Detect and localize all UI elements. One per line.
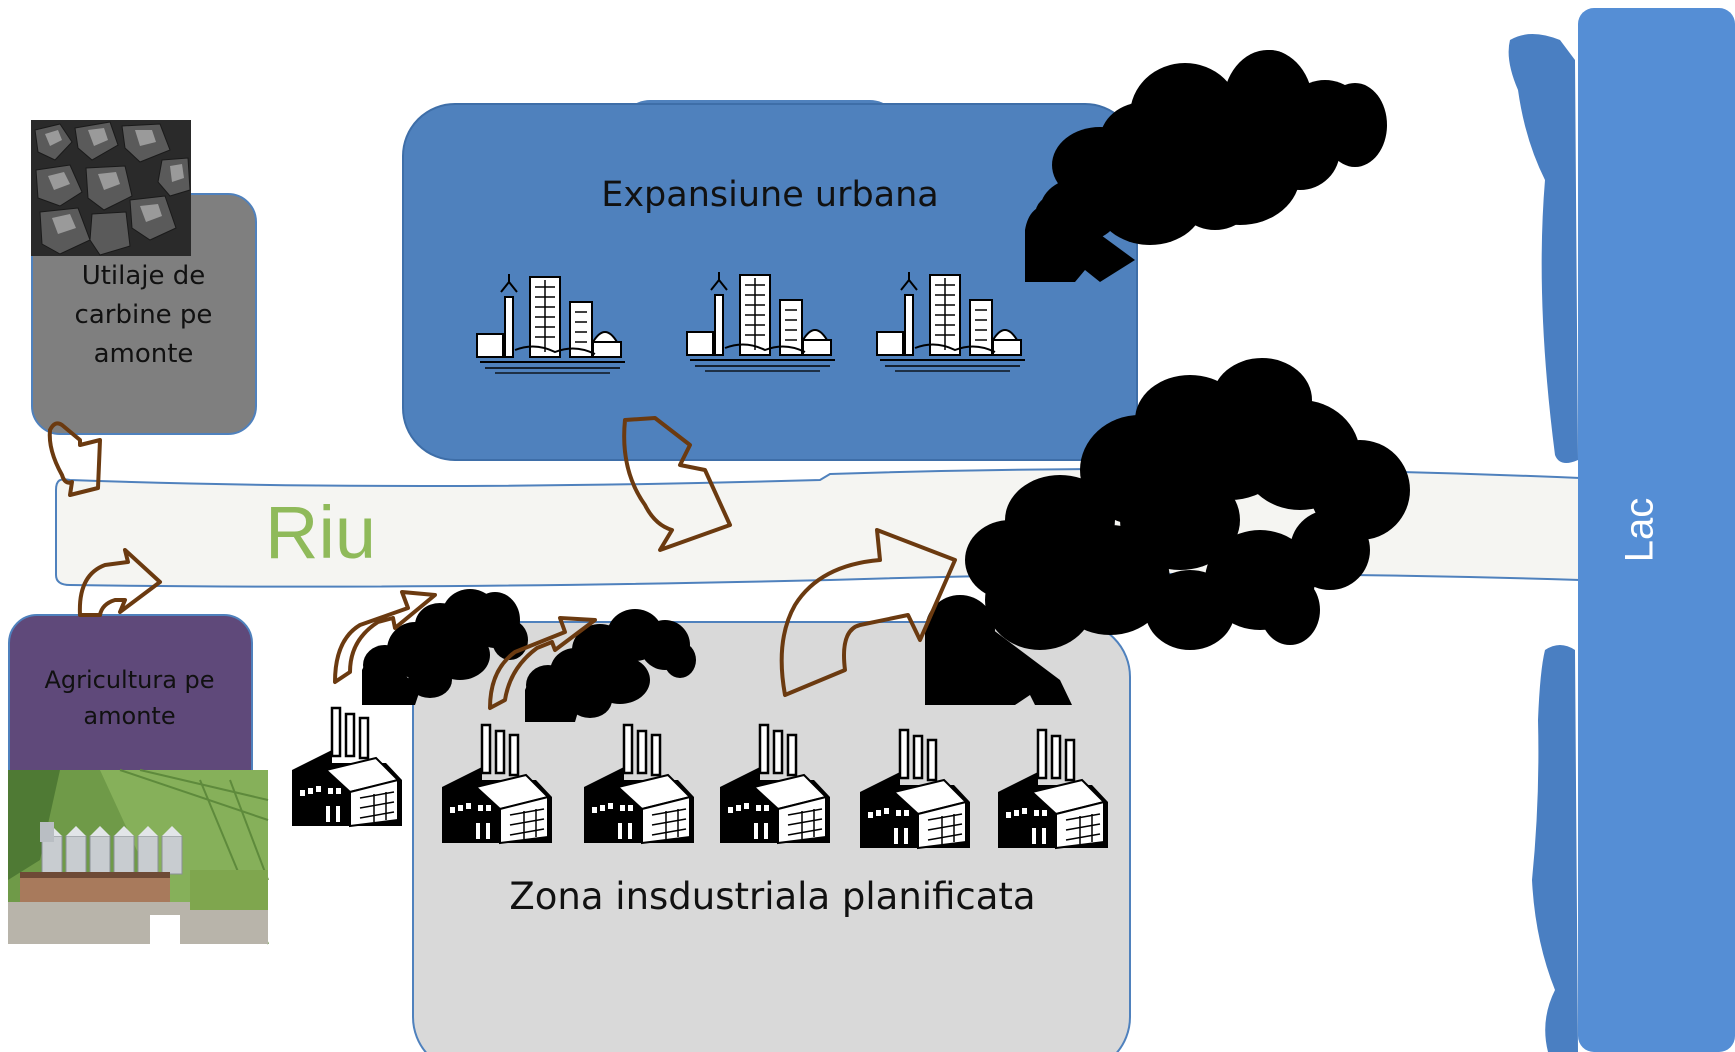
factory-icon bbox=[290, 706, 404, 828]
lake-label: Lac bbox=[1617, 497, 1662, 563]
smoke-cloud-small bbox=[525, 609, 696, 722]
smoke-cloud-industrial bbox=[925, 358, 1410, 705]
coal-photo bbox=[31, 120, 191, 256]
arrow-industry-to-river bbox=[488, 616, 597, 710]
coal-area-label: Utilaje de carbine pe amonte bbox=[74, 261, 213, 369]
arrow-agriculture-to-river bbox=[77, 548, 162, 617]
arrow-industry-to-river bbox=[333, 590, 437, 684]
river-label: Riu bbox=[265, 491, 377, 574]
smoke-cloud-urban bbox=[1025, 50, 1387, 282]
agriculture-area-label: Agricultura pe amonte bbox=[44, 666, 215, 730]
arrow-urban-to-river bbox=[622, 416, 732, 552]
urban-area-title: Expansiune urbana bbox=[601, 175, 939, 215]
arrow-industry-to-river-large bbox=[779, 528, 957, 697]
lake bbox=[1508, 8, 1735, 1052]
arrow-river-to-coal bbox=[47, 421, 102, 497]
smoke-cloud-small bbox=[362, 589, 528, 705]
agriculture-photo bbox=[8, 769, 269, 945]
industrial-area-title: Zona insdustriala planificata bbox=[509, 875, 1036, 918]
